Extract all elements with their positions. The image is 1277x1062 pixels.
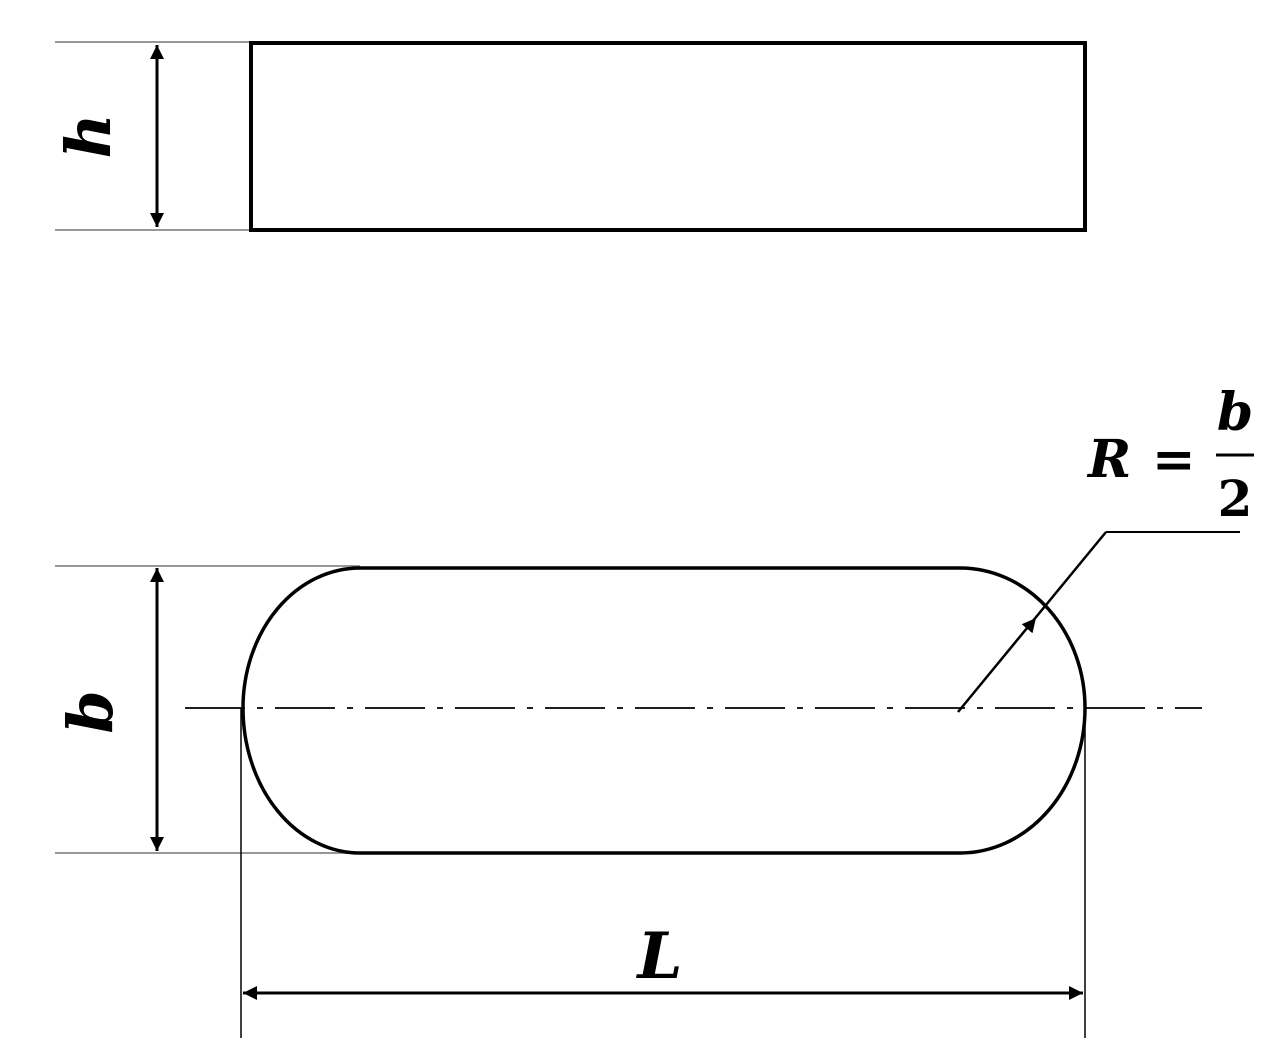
radius-denominator: 2 [1218,469,1253,528]
key-slot-outline [241,566,1087,855]
length-label: L [636,919,683,994]
radius-numerator: b [1217,382,1253,443]
radius-formula: R = b 2 [1086,382,1254,528]
radius-equals: = [1152,429,1196,490]
side-view-rectangle [249,41,1087,232]
width-label: b [54,690,127,733]
height-label: h [52,113,125,158]
radius-symbol: R [1086,429,1131,490]
top-view: b L R = b 2 [54,382,1254,1038]
side-view: h [52,41,1087,232]
